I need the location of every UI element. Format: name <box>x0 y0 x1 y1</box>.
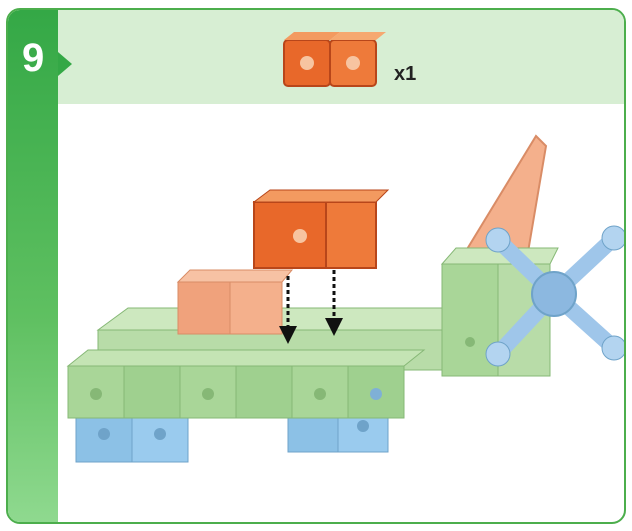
propeller-piece <box>485 225 624 367</box>
orange-double-cube-icon <box>283 32 386 87</box>
insert-arrow-icon <box>279 276 297 344</box>
insert-arrow-icon <box>325 270 343 336</box>
step-arrow-icon <box>58 52 72 76</box>
part-quantity: x1 <box>394 63 417 85</box>
orange-double-block <box>252 189 390 269</box>
instruction-card: 9 x1 <box>6 8 626 524</box>
model-illustration <box>66 134 624 463</box>
step-number: 9 <box>22 36 45 80</box>
peach-double-block <box>176 269 294 335</box>
green-block-row <box>66 349 426 419</box>
step-side-bar <box>8 10 58 522</box>
